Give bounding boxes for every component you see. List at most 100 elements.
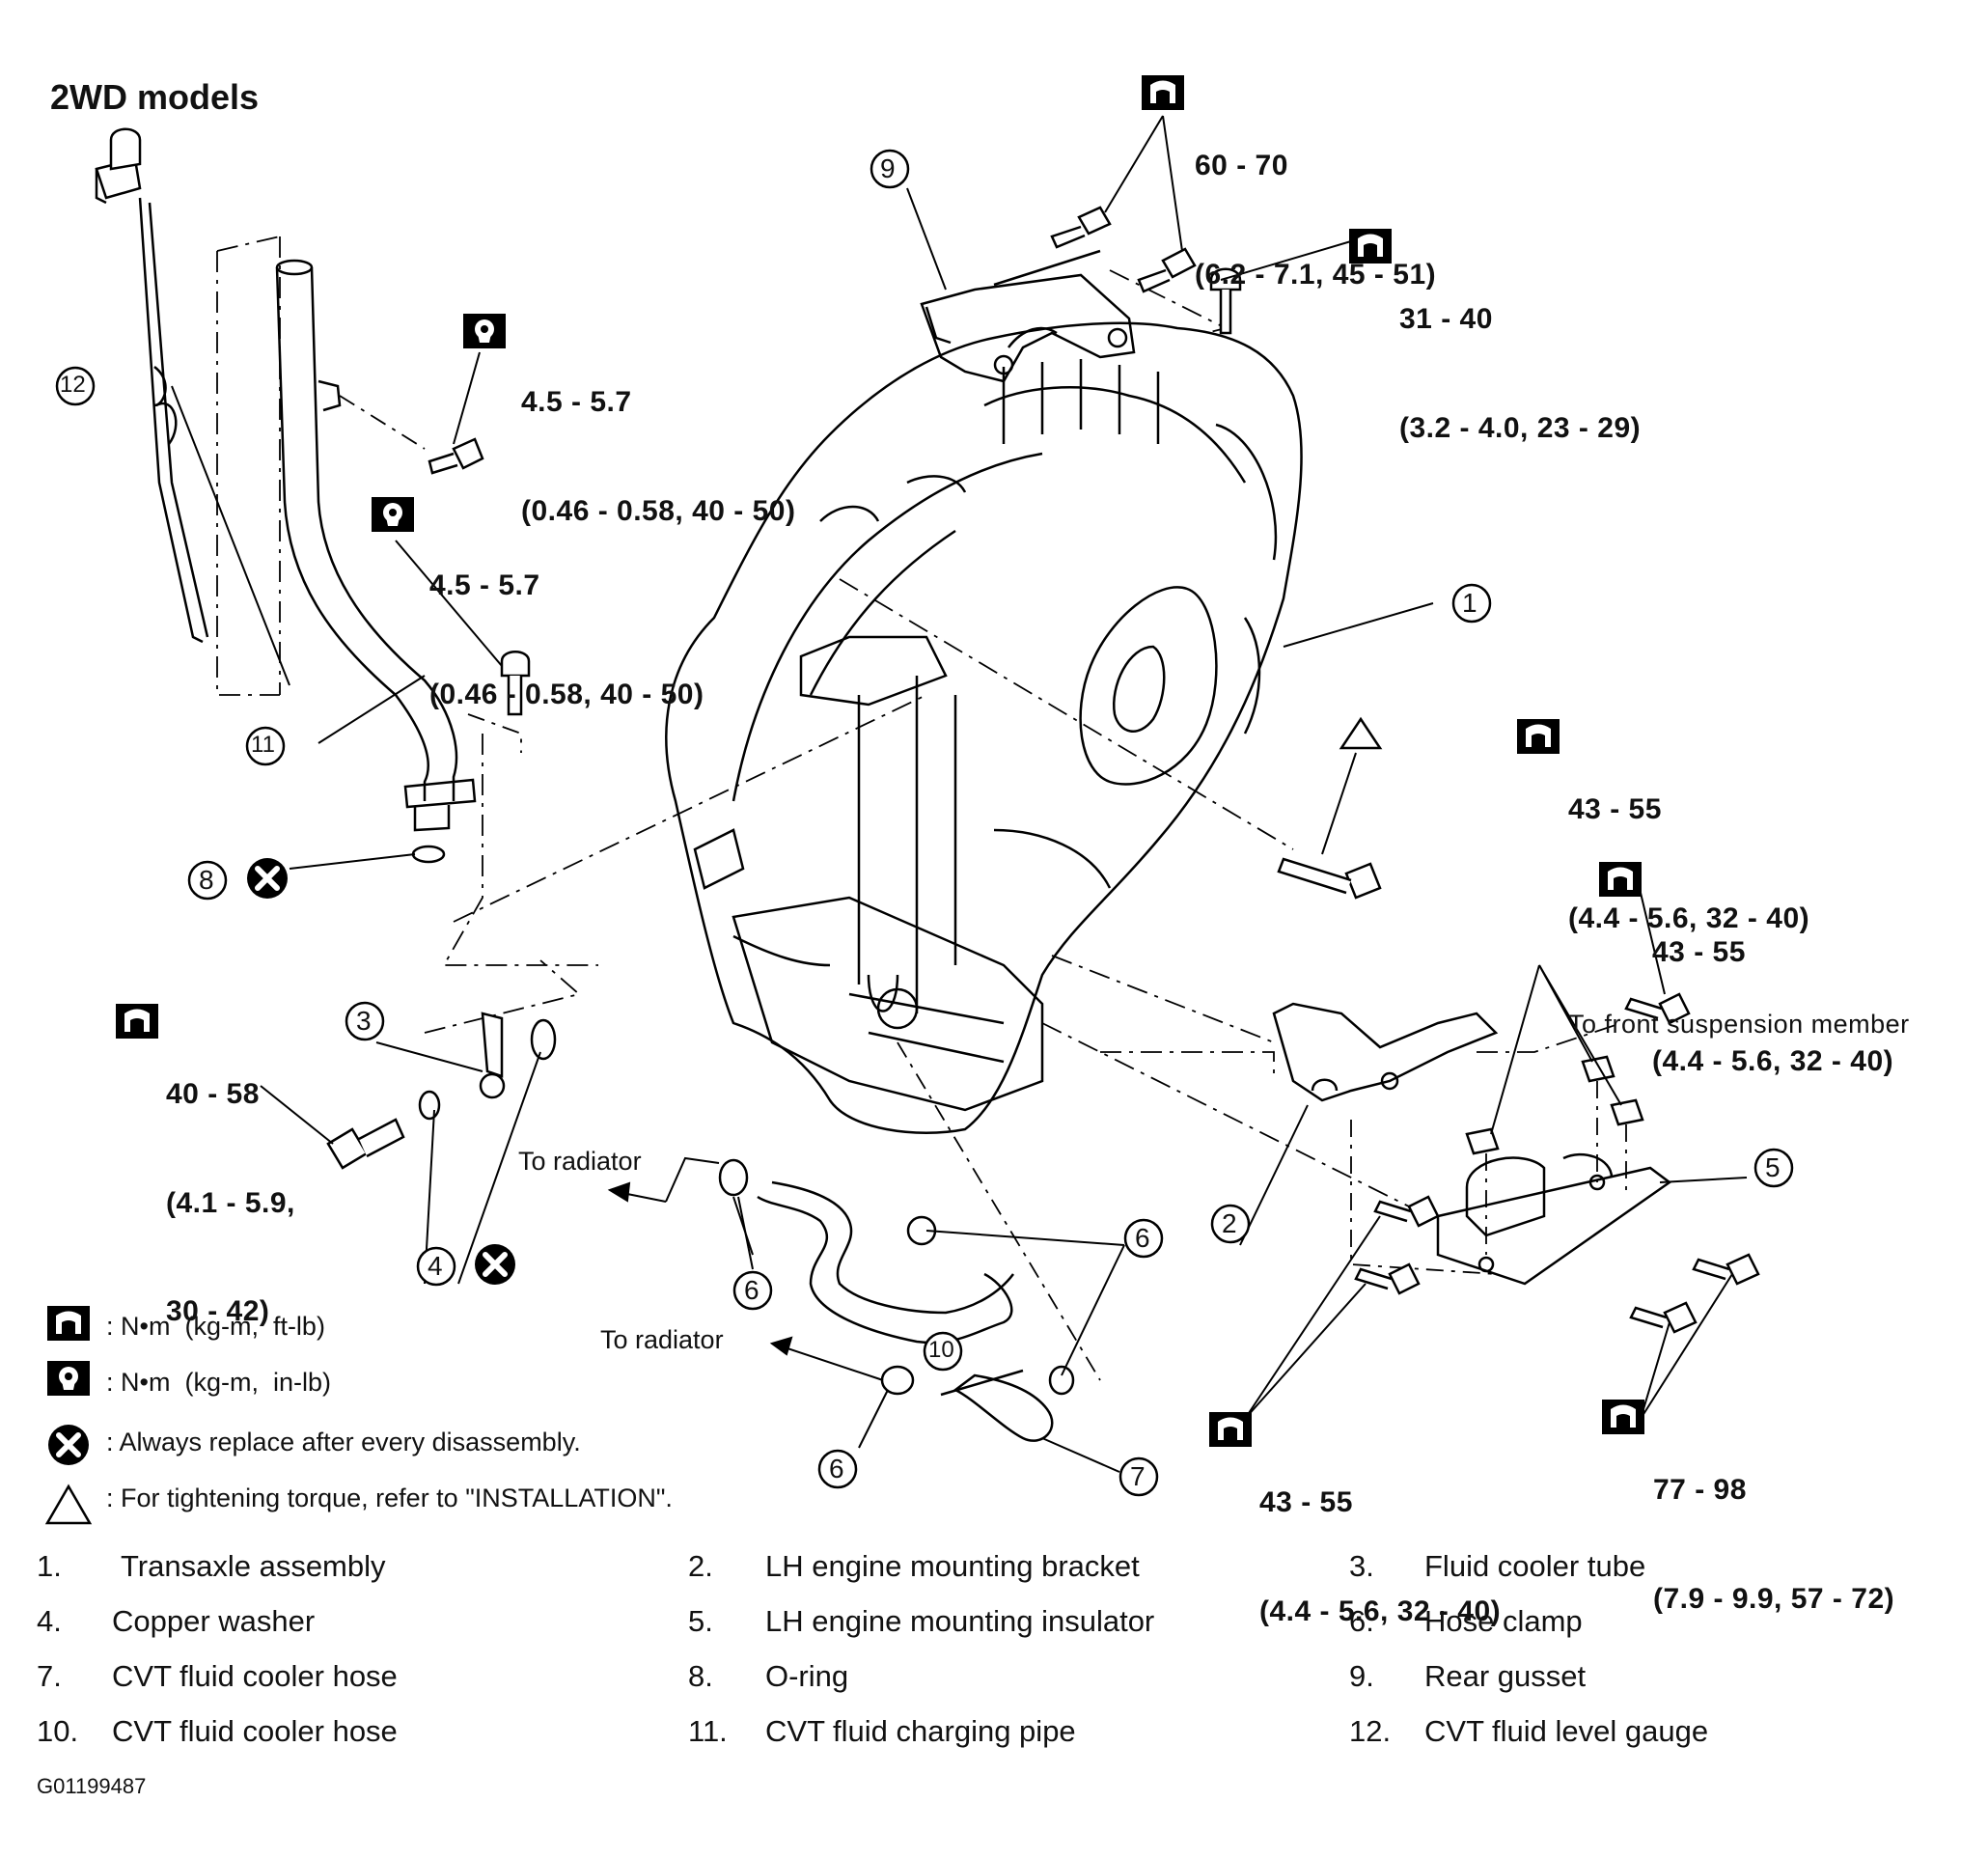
insulator-nuts — [1465, 1055, 1644, 1155]
torque-spec-bracket-bolt: 43 - 55 (4.4 - 5.6, 32 - 40) — [1652, 862, 1893, 1116]
pipe-bolts — [428, 437, 531, 716]
torque-range: 40 - 58 — [166, 1078, 260, 1110]
legend-symbols — [44, 1306, 93, 1525]
torque-detail: (6.2 - 7.1, 45 - 51) — [1195, 258, 1437, 291]
callout-9: 9 — [880, 153, 896, 183]
torque-detail: (0.46 - 0.58, 40 - 50) — [521, 494, 796, 527]
cooler-tube-bolt — [326, 1118, 405, 1170]
torque-wrench-inverse-icon-t3 — [463, 314, 506, 348]
part-number: 8. — [688, 1659, 713, 1693]
part-number: 2. — [688, 1549, 713, 1583]
cvt-fluid-cooler-hoses — [757, 1180, 1054, 1442]
part-name: CVT fluid cooler hose — [112, 1659, 398, 1693]
torque-wrench-icon-t7 — [116, 1004, 158, 1039]
torque-note: To front suspension member — [1568, 1010, 1910, 1039]
torque-spec-gusset-bolt-2: 31 - 40 (3.2 - 4.0, 23 - 29) — [1399, 229, 1641, 483]
callout-1: 1 — [1462, 588, 1477, 618]
part-name: CVT fluid charging pipe — [765, 1714, 1076, 1748]
lh-engine-mounting-insulator — [1436, 1152, 1672, 1286]
torque-spec-pipe-bolt-1: 4.5 - 5.7 (0.46 - 0.58, 40 - 50) — [521, 312, 796, 566]
part-name: Copper washer — [112, 1604, 316, 1638]
transaxle-assembly — [665, 321, 1303, 1134]
part-name: Rear gusset — [1424, 1659, 1587, 1693]
torque-detail-2: 30 - 42) — [166, 1295, 270, 1327]
callout-6-a: 6 — [744, 1275, 759, 1305]
torque-detail: (7.9 - 9.9, 57 - 72) — [1653, 1582, 1895, 1615]
part-name: LH engine mounting bracket — [765, 1549, 1140, 1583]
leader-lines — [171, 115, 1748, 1473]
legend-ft-lb: : N•m (kg-m, ft-lb) — [106, 1312, 325, 1341]
part-name: Fluid cooler tube — [1424, 1549, 1646, 1583]
replace-x-icon-washer — [475, 1244, 515, 1285]
torque-detail: (3.2 - 4.0, 23 - 29) — [1399, 411, 1642, 444]
callout-3: 3 — [356, 1006, 372, 1036]
legend-triangle: : For tightening torque, refer to "INSTA… — [106, 1484, 673, 1512]
lh-engine-mounting-bracket — [1272, 1002, 1499, 1102]
callout-4: 4 — [428, 1251, 443, 1281]
callout-5: 5 — [1765, 1152, 1781, 1182]
part-number: 6. — [1349, 1604, 1374, 1638]
callout-12: 12 — [60, 372, 86, 398]
torque-range: 43 - 55 — [1652, 936, 1746, 968]
part-name: CVT fluid level gauge — [1424, 1714, 1709, 1748]
callout-6-c: 6 — [829, 1454, 844, 1484]
torque-spec-gusset-bolt: 60 - 70 (6.2 - 7.1, 45 - 51) — [1195, 75, 1436, 329]
torque-wrench-icon-t8 — [1209, 1412, 1252, 1447]
gusset-bolts — [1050, 206, 1242, 335]
callout-6-b: 6 — [1135, 1223, 1150, 1253]
torque-wrench-icon-t9 — [1602, 1400, 1644, 1434]
callout-11: 11 — [251, 732, 275, 758]
part-number: 9. — [1349, 1659, 1374, 1693]
hose-clamps — [718, 1158, 1075, 1396]
part-number: 1. — [37, 1549, 62, 1583]
torque-detail: (0.46 - 0.58, 40 - 50) — [429, 678, 704, 710]
torque-detail: (4.1 - 5.9, — [166, 1186, 295, 1219]
torque-wrench-inverse-icon-t4 — [372, 497, 414, 532]
torque-spec-insulator-bolt: 77 - 98 (7.9 - 9.9, 57 - 72) — [1653, 1400, 1894, 1653]
torque-range: 60 - 70 — [1195, 150, 1288, 181]
to-radiator-label-1: To radiator — [518, 1147, 642, 1176]
torque-wrench-icon-t1 — [1142, 75, 1184, 110]
callout-8: 8 — [199, 865, 214, 895]
torque-range: 77 - 98 — [1653, 1474, 1747, 1506]
cvt-fluid-charging-pipe — [275, 259, 477, 832]
triangle-symbol — [1339, 716, 1383, 750]
torque-detail: (4.4 - 5.6, 32 - 40) — [1568, 901, 1810, 934]
callout-circles — [55, 149, 1794, 1497]
replace-x-icon — [48, 1425, 89, 1465]
mount-bolts — [1277, 857, 1760, 1334]
o-ring — [411, 845, 446, 864]
radiator-arrows — [607, 1156, 884, 1381]
torque-detail: (4.4 - 5.6, 32 - 40) — [1259, 1595, 1502, 1627]
torque-range: 31 - 40 — [1399, 303, 1493, 335]
triangle-icon — [44, 1484, 93, 1525]
torque-range: 43 - 55 — [1259, 1486, 1353, 1518]
part-name: Transaxle assembly — [121, 1549, 386, 1583]
alignment-lines — [216, 236, 1622, 1217]
torque-wrench-icon — [47, 1306, 90, 1341]
part-number: 7. — [37, 1659, 62, 1693]
part-number: 5. — [688, 1604, 713, 1638]
torque-detail: (4.4 - 5.6, 32 - 40) — [1652, 1044, 1894, 1077]
torque-spec-bracket-lower: 43 - 55 (4.4 - 5.6, 32 - 40) — [1259, 1412, 1501, 1666]
callout-2: 2 — [1222, 1208, 1237, 1238]
torque-spec-pipe-bolt-2: 4.5 - 5.7 (0.46 - 0.58, 40 - 50) — [429, 495, 704, 749]
callout-7: 7 — [1130, 1461, 1146, 1491]
part-number: 12. — [1349, 1714, 1392, 1748]
torque-range: 43 - 55 — [1568, 793, 1662, 825]
part-number: 10. — [37, 1714, 79, 1748]
part-number: 11. — [688, 1714, 728, 1748]
legend-replace: : Always replace after every disassembly… — [106, 1428, 581, 1456]
to-radiator-label-2: To radiator — [600, 1325, 724, 1354]
callout-10: 10 — [928, 1337, 954, 1363]
part-number: 3. — [1349, 1549, 1374, 1583]
replace-x-icon-oring — [247, 858, 288, 899]
part-number: 4. — [37, 1604, 62, 1638]
part-name: LH engine mounting insulator — [765, 1604, 1155, 1638]
torque-wrench-icon-t5 — [1517, 719, 1560, 754]
cvt-fluid-level-gauge — [95, 127, 209, 644]
figure-code: G01199487 — [37, 1774, 147, 1798]
page-title: 2WD models — [50, 77, 260, 117]
part-name: Hose clamp — [1424, 1604, 1583, 1638]
